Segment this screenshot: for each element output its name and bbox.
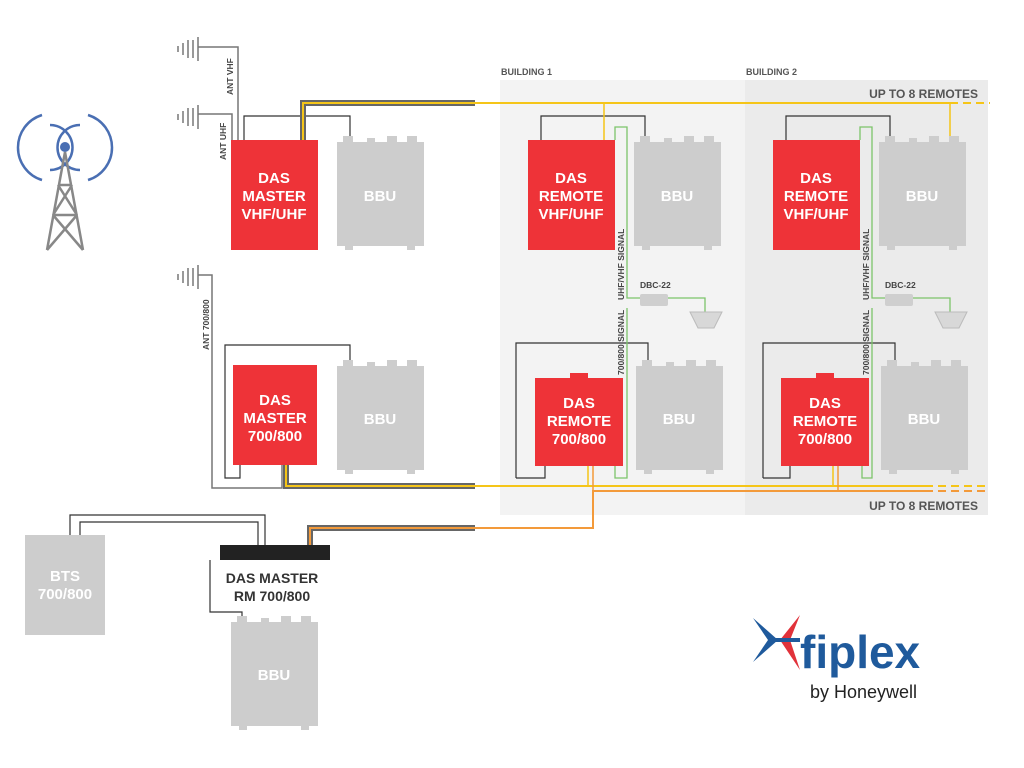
bbu-unit: BBU: [634, 136, 721, 250]
dbc-label-b2: DBC-22: [885, 280, 916, 290]
svg-text:700/800: 700/800: [38, 586, 92, 603]
svg-text:DAS: DAS: [800, 170, 832, 187]
radio-tower-icon: [16, 113, 114, 251]
bbu-unit: BBU: [337, 136, 424, 250]
svg-text:DAS: DAS: [259, 392, 291, 409]
ant-uhf-label: ANT UHF: [218, 123, 228, 160]
antenna-700-icon: [177, 264, 199, 290]
svg-text:BBU: BBU: [258, 667, 291, 684]
das-master-rack-unit: DAS MASTER RM 700/800: [220, 545, 330, 604]
svg-text:VHF/UHF: VHF/UHF: [539, 206, 604, 223]
svg-text:DAS: DAS: [258, 170, 290, 187]
signal-label-b1-lower: 700/800 SIGNAL: [616, 310, 626, 375]
speaker-antenna-icon: [934, 311, 968, 329]
svg-text:BBU: BBU: [908, 411, 941, 428]
bbu-unit: BBU: [881, 360, 968, 474]
svg-text:REMOTE: REMOTE: [784, 188, 848, 205]
svg-text:DAS: DAS: [555, 170, 587, 187]
svg-text:BBU: BBU: [661, 188, 694, 205]
fiplex-logo: fiplex by Honeywell: [753, 615, 921, 702]
das-remote-700-800-b2: DAS REMOTE 700/800: [781, 373, 869, 466]
svg-text:BBU: BBU: [663, 411, 696, 428]
signal-label-b2-upper: UHF/VHF SIGNAL: [861, 229, 871, 300]
svg-text:VHF/UHF: VHF/UHF: [784, 206, 849, 223]
das-remote-700-800-b1: DAS REMOTE 700/800: [535, 373, 623, 466]
svg-text:DAS: DAS: [563, 395, 595, 412]
svg-text:DAS: DAS: [809, 395, 841, 412]
logo-name: fiplex: [800, 626, 921, 678]
remotes-bottom-label: UP TO 8 REMOTES: [869, 499, 978, 513]
signal-label-b2-lower: 700/800 SIGNAL: [861, 310, 871, 375]
svg-text:700/800: 700/800: [798, 431, 852, 448]
building-1-label: BUILDING 1: [501, 67, 552, 77]
das-remote-vhf-uhf-b2: DAS REMOTE VHF/UHF: [773, 140, 860, 250]
dbc-label-b1: DBC-22: [640, 280, 671, 290]
svg-text:VHF/UHF: VHF/UHF: [242, 206, 307, 223]
bbu-unit: BBU: [337, 360, 424, 474]
svg-text:REMOTE: REMOTE: [539, 188, 603, 205]
svg-text:BBU: BBU: [364, 188, 397, 205]
bts-unit: BTS 700/800: [25, 535, 105, 635]
logo-sub: by Honeywell: [810, 682, 917, 702]
svg-text:RM 700/800: RM 700/800: [234, 588, 310, 604]
bbu-unit: BBU: [231, 616, 318, 730]
das-remote-vhf-uhf-b1: DAS REMOTE VHF/UHF: [528, 140, 615, 250]
svg-text:BTS: BTS: [50, 568, 80, 585]
ant-vhf-label: ANT VHF: [225, 58, 235, 95]
speaker-antenna-icon: [689, 311, 723, 329]
svg-text:BBU: BBU: [906, 188, 939, 205]
svg-text:700/800: 700/800: [552, 431, 606, 448]
ant-700-label: ANT 700/800: [201, 299, 211, 350]
svg-text:MASTER: MASTER: [243, 410, 307, 427]
svg-text:MASTER: MASTER: [242, 188, 306, 205]
bbu-unit: BBU: [636, 360, 723, 474]
das-master-700-800: DAS MASTER 700/800: [233, 365, 317, 465]
svg-text:700/800: 700/800: [248, 428, 302, 445]
antenna-uhf-icon: [177, 104, 199, 130]
antenna-vhf-icon: [177, 36, 199, 62]
svg-text:BBU: BBU: [364, 411, 397, 428]
svg-text:REMOTE: REMOTE: [547, 413, 611, 430]
svg-text:REMOTE: REMOTE: [793, 413, 857, 430]
dbc-22-coupler-b1: [640, 294, 668, 306]
building-2-label: BUILDING 2: [746, 67, 797, 77]
signal-label-b1-upper: UHF/VHF SIGNAL: [616, 229, 626, 300]
remotes-top-label: UP TO 8 REMOTES: [869, 87, 978, 101]
svg-text:DAS MASTER: DAS MASTER: [226, 570, 319, 586]
dbc-22-coupler-b2: [885, 294, 913, 306]
bbu-unit: BBU: [879, 136, 966, 250]
das-master-vhf-uhf: DAS MASTER VHF/UHF: [231, 140, 318, 250]
